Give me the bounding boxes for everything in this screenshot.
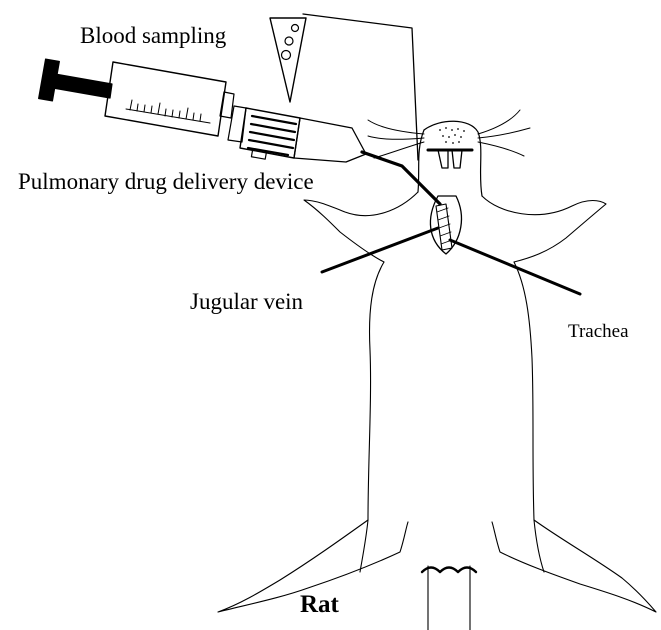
trachea-leader <box>450 240 580 294</box>
neck-incision <box>430 196 461 254</box>
syringe-barrel <box>105 62 226 136</box>
label-trachea: Trachea <box>568 322 629 341</box>
syringe-connector <box>220 92 234 118</box>
syringe-plunger-rod <box>53 74 112 98</box>
jugular-vein-leader <box>322 228 438 272</box>
rat-body <box>218 192 656 630</box>
label-blood-sampling: Blood sampling <box>80 24 226 47</box>
syringe-graduation <box>126 100 210 123</box>
label-jugular-vein: Jugular vein <box>190 290 303 313</box>
device-nozzle <box>294 118 366 162</box>
device-needle <box>362 152 440 204</box>
rat-head <box>368 110 530 196</box>
sampling-line <box>303 14 418 160</box>
blood-sampling-tube <box>270 18 306 102</box>
genital-area <box>422 568 476 573</box>
label-drug-delivery-device: Pulmonary drug delivery device <box>18 170 314 193</box>
device-cartridge <box>240 108 300 158</box>
figure-caption: Rat <box>300 592 339 617</box>
nose-dots <box>439 127 465 144</box>
incisors <box>438 150 462 168</box>
